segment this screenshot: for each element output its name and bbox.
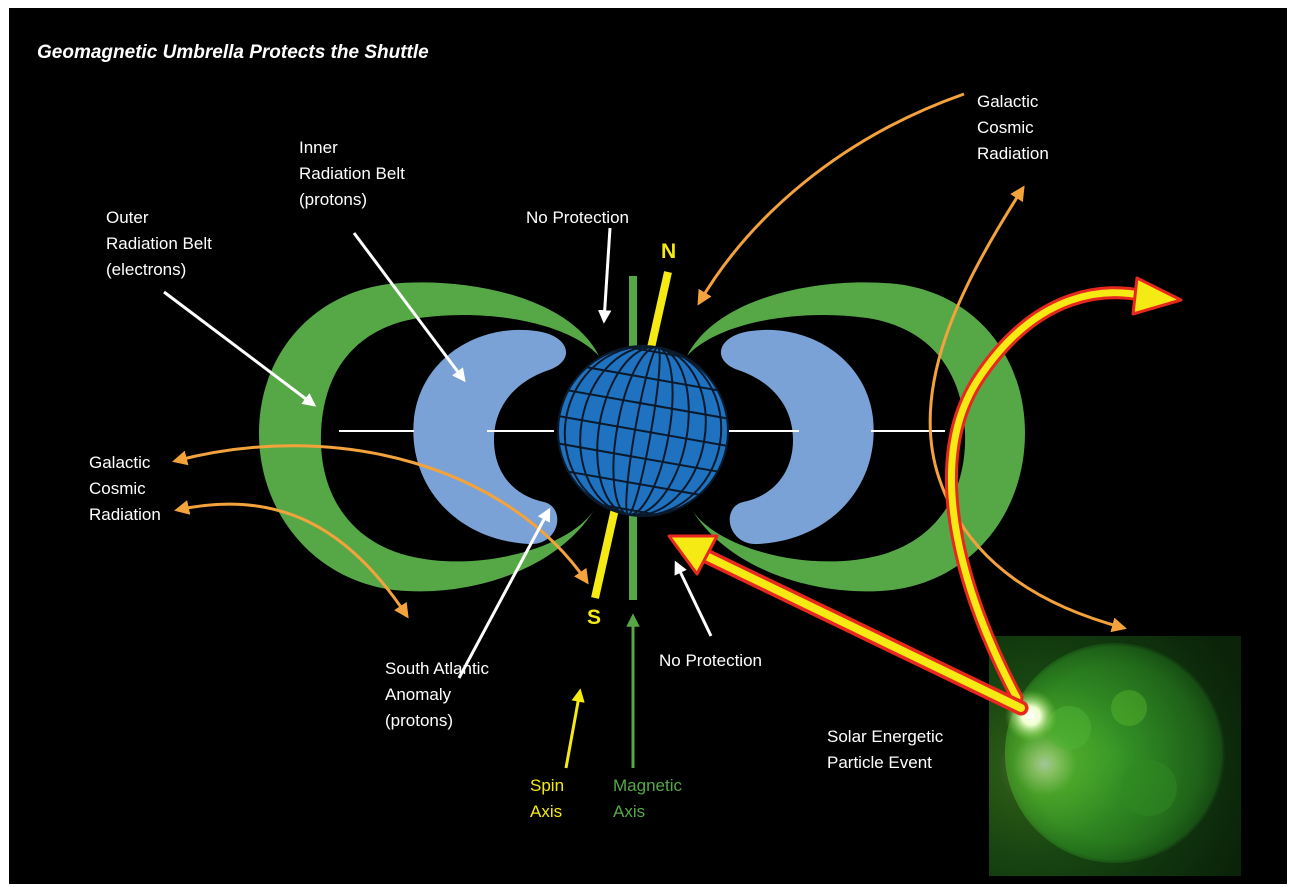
label-spin-axis: Spin Axis: [530, 776, 565, 821]
outer-radiation-belt: [259, 282, 1025, 592]
south-pole-label: S: [587, 606, 602, 629]
label-gcr-top-right: Galactic Cosmic Radiation: [977, 92, 1049, 163]
sun-image: [989, 636, 1241, 876]
earth-globe: [557, 345, 729, 517]
label-south-atlantic-anomaly: South Atlantic Anomaly (protons): [385, 659, 489, 730]
label-pointers: [163, 227, 713, 679]
spin-axis-pointer: [564, 688, 585, 769]
diagram-graphic: [163, 92, 1241, 876]
north-pole-label: N: [661, 240, 677, 263]
label-solar-energetic-particle-event: Solar Energetic Particle Event: [827, 727, 944, 772]
diagram-title: Geomagnetic Umbrella Protects the Shuttl…: [37, 42, 429, 63]
sep-arrows: [667, 276, 1183, 716]
diagram-canvas: Geomagnetic Umbrella Protects the Shuttl…: [9, 8, 1287, 884]
label-inner-radiation-belt: Inner Radiation Belt (protons): [299, 138, 405, 209]
label-no-protection-top: No Protection: [526, 208, 629, 227]
label-outer-radiation-belt: Outer Radiation Belt (electrons): [106, 208, 212, 279]
label-no-protection-bottom: No Protection: [659, 651, 762, 670]
label-gcr-left: Galactic Cosmic Radiation: [89, 453, 161, 524]
gcr-arrows: [172, 92, 1127, 633]
label-magnetic-axis: Magnetic Axis: [613, 776, 682, 821]
